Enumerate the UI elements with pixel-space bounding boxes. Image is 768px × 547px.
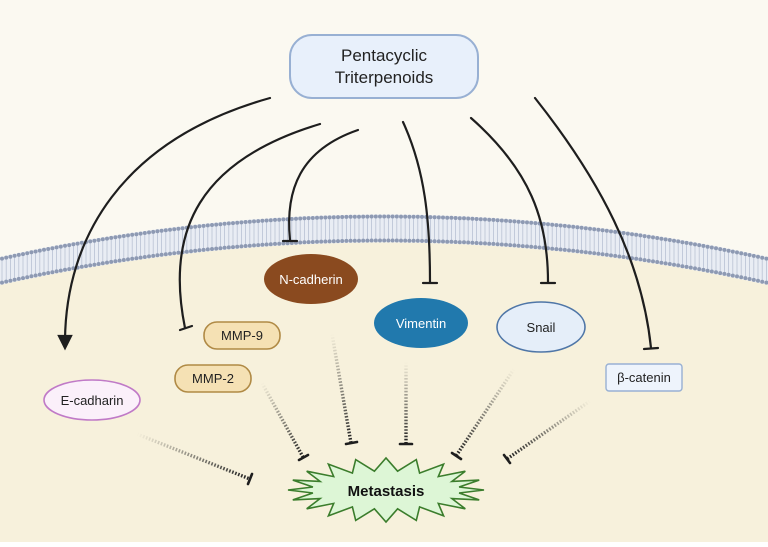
snail-label: Snail	[527, 320, 556, 335]
arrow-head-e-cadharin	[57, 334, 73, 351]
n-cadherin-to-metastasis	[330, 333, 353, 444]
mmp2-label: MMP-2	[192, 371, 234, 386]
source-label-line2: Triterpenoids	[335, 68, 434, 87]
inhibit-to-mmp9	[178, 122, 322, 330]
node-beta-catenin: β-catenin	[605, 363, 683, 392]
node-n-cadherin: N-cadherin	[264, 254, 358, 304]
inhibit-to-n-cadherin	[288, 128, 360, 242]
mmp2-shape	[174, 364, 252, 393]
snail-shape	[496, 301, 586, 353]
arrow-to-e-cadharin	[63, 96, 272, 342]
node-metastasis: Metastasis	[287, 456, 485, 524]
beta-catenin-shape	[605, 363, 683, 392]
membrane-tails	[1, 217, 767, 282]
node-mmp2: MMP-2	[174, 364, 252, 393]
node-vimentin: Vimentin	[374, 298, 468, 348]
node-e-cadharin: E-cadharin	[43, 379, 141, 421]
mmp9-label: MMP-9	[221, 328, 263, 343]
metastasis-inhibit-bars	[246, 440, 512, 486]
inhibit-bar-mmp9	[178, 324, 194, 332]
beta-catenin-to-metastasis	[506, 399, 591, 461]
inhibit-bar-beta-catenin	[642, 346, 660, 351]
metastasis-label: Metastasis	[348, 483, 425, 500]
e-cadharin-shape	[43, 379, 141, 421]
mmp9-shape	[203, 321, 281, 350]
source-label-line1: Pentacyclic	[341, 46, 427, 65]
vimentin-label: Vimentin	[396, 316, 446, 331]
e-cadharin-label: E-cadharin	[61, 393, 124, 408]
metastasis-burst	[287, 456, 485, 524]
e-cadharin-to-metastasis	[136, 432, 251, 481]
inhibit-to-vimentin	[401, 120, 432, 284]
n-cadherin-shape	[264, 254, 358, 304]
inhibit-bar-e-cadharin-metastasis	[246, 472, 254, 486]
beta-catenin-label: β-catenin	[617, 370, 671, 385]
inhibit-bar-mmp2-metastasis	[297, 453, 310, 462]
source-box	[289, 34, 479, 99]
metastasis-connectors	[136, 333, 591, 481]
vimentin-shape	[374, 298, 468, 348]
snail-to-metastasis	[454, 368, 516, 457]
inhibit-to-snail	[469, 116, 550, 284]
source-node: Pentacyclic Triterpenoids	[289, 34, 479, 99]
inhibit-bar-snail-metastasis	[450, 451, 463, 461]
cytoplasm	[0, 232, 768, 542]
node-snail: Snail	[496, 301, 586, 353]
inhibit-bar-n-cadherin-metastasis	[344, 440, 359, 446]
membrane-heads	[0, 214, 768, 285]
cell-membrane	[0, 214, 768, 285]
mmp2-to-metastasis	[260, 382, 305, 458]
n-cadherin-label: N-cadherin	[279, 272, 343, 287]
inhibit-bar-beta-catenin-metastasis	[502, 453, 512, 465]
node-mmp9: MMP-9	[203, 321, 281, 350]
connectors	[57, 96, 660, 351]
membrane-tail-band	[0, 214, 768, 285]
inhibit-to-beta-catenin	[533, 96, 653, 350]
